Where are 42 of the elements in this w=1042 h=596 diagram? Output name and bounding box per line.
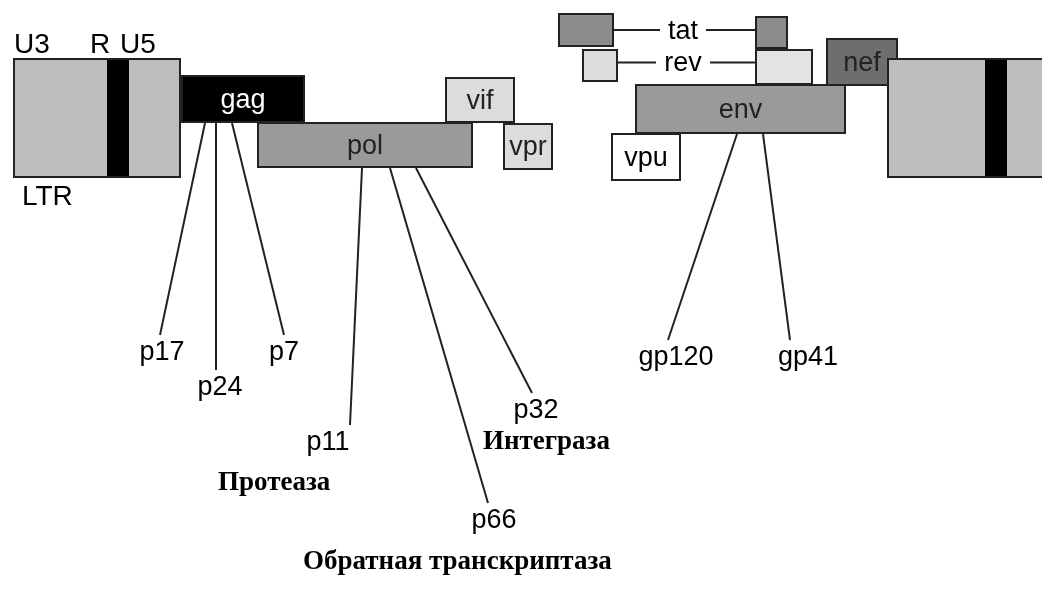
- region-label: R: [90, 30, 111, 58]
- ltr-box: [887, 58, 1042, 178]
- leader-line: [762, 133, 791, 341]
- gene-box: vif: [445, 77, 515, 123]
- protein-label: tat: [660, 16, 706, 44]
- leader-line: [415, 167, 533, 394]
- gene-box: [582, 49, 618, 82]
- connector-line: [613, 29, 661, 31]
- gene-box: env: [635, 84, 846, 134]
- gene-box: nef: [826, 38, 898, 86]
- protein-label: p32: [508, 393, 564, 425]
- leader-line: [349, 167, 363, 426]
- protein-label: rev: [656, 48, 710, 76]
- protein-label: p11: [303, 425, 353, 457]
- enzyme-name: Протеаза: [218, 468, 331, 495]
- leader-line: [159, 122, 206, 336]
- gene-box: [558, 13, 614, 47]
- leader-line: [231, 122, 285, 336]
- gene-box: [755, 49, 813, 85]
- enzyme-name: Обратная транскриптаза: [303, 547, 612, 574]
- gene-box: gag: [181, 75, 305, 123]
- protein-label: p24: [191, 370, 249, 402]
- enzyme-name: Интеграза: [483, 427, 610, 454]
- gene-box: [755, 16, 788, 49]
- protein-label: p7: [263, 335, 305, 367]
- region-label: U3: [14, 30, 50, 58]
- leader-line: [667, 133, 738, 341]
- gene-box: pol: [257, 122, 473, 168]
- protein-label: p66: [466, 503, 522, 535]
- protein-label: gp120: [635, 340, 717, 372]
- connector-line: [709, 61, 756, 64]
- connector-line: [705, 29, 756, 31]
- protein-label: p17: [133, 335, 191, 367]
- region-label: LTR: [22, 182, 73, 210]
- ltr-box: [13, 58, 181, 178]
- gene-box: vpr: [503, 123, 553, 170]
- protein-label: gp41: [774, 340, 842, 372]
- leader-line: [389, 167, 489, 504]
- connector-line: [617, 61, 657, 64]
- gene-box: vpu: [611, 133, 681, 181]
- leader-line: [215, 122, 217, 371]
- region-label: U5: [120, 30, 156, 58]
